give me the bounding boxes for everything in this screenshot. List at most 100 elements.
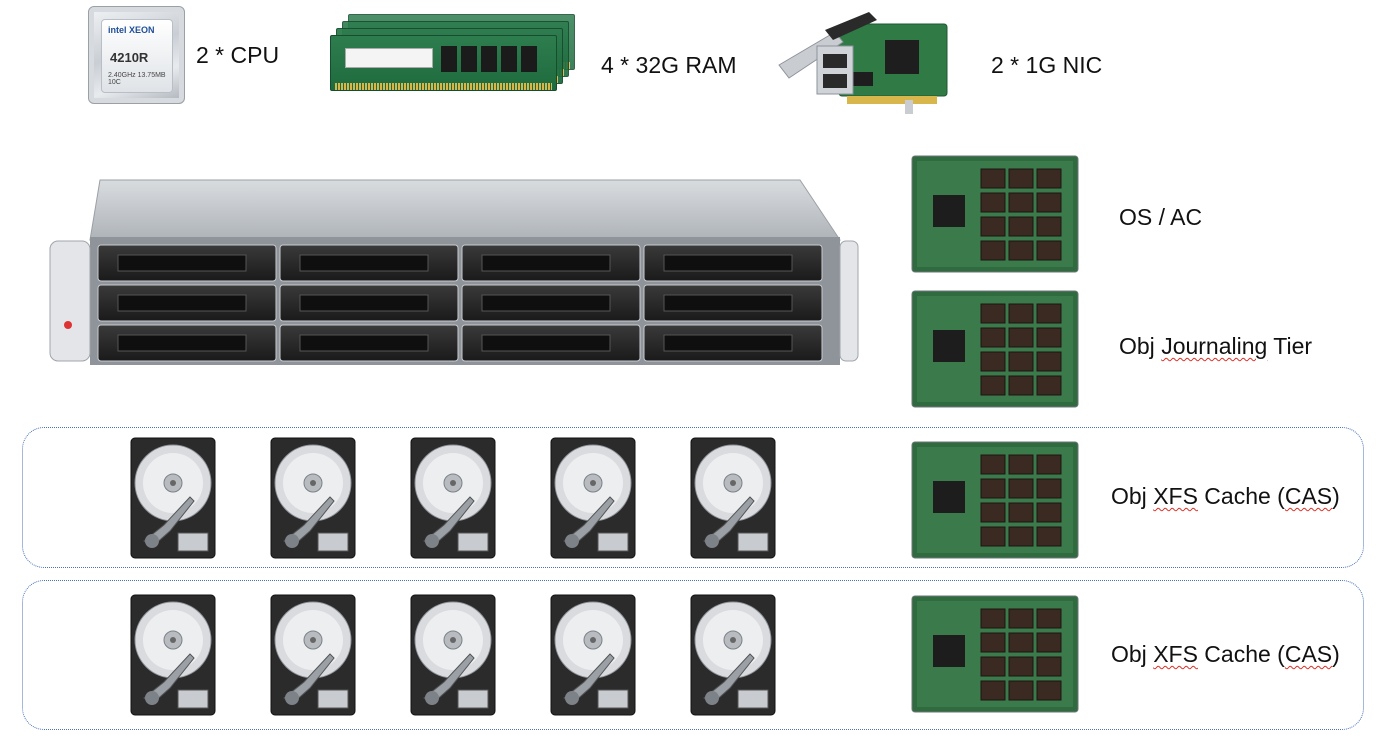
ssd-flash-chip [1036,240,1062,261]
ssd-flash-chip [1008,526,1034,547]
spellcheck-flagged-word: CAS [1284,641,1333,667]
hdd-image [130,594,216,716]
ssd-flash-chip [980,303,1006,324]
label-prefix: Obj [1111,483,1154,509]
ssd-xfs-cache-2-image [911,595,1079,713]
ssd-flash-chip [1036,502,1062,523]
ssd-flash-chip [1036,632,1062,653]
label-suffix: Tier [1267,333,1313,359]
ssd-flash-chip [980,502,1006,523]
ssd-flash-chip [1036,608,1062,629]
drive-bay-vent [663,294,793,312]
ssd-flash-chip [1008,216,1034,237]
ssd-controller-chip [933,195,965,227]
hdd-image [550,594,636,716]
ssd-flash-chip [980,526,1006,547]
spellcheck-flagged-word: XFS [1153,483,1198,509]
drive-bay-vent [481,294,611,312]
ssd-flash-chip [980,454,1006,475]
ssd-flash-chip [1008,351,1034,372]
cpu-label: 2 * CPU [196,42,280,68]
ssd-flash-chip [1008,327,1034,348]
drive-bay-vent [663,334,793,352]
hdd-image [690,594,776,716]
ssd-flash-chip [1036,656,1062,677]
hdd-group-box-1 [22,427,1364,568]
ssd-flash-chip [1008,632,1034,653]
drive-bay-vent [481,254,611,272]
cpu-image: intel XEON 4210R 2.40GHz 13.75MB 10C [88,6,185,104]
ssd-os-ac-label: OS / AC [1119,204,1203,230]
drive-bay-vent [117,294,247,312]
ssd-flash-chip [1008,454,1034,475]
ssd-flash-chip [980,192,1006,213]
xfs-cache-label-2: Obj XFS Cache (CAS) [1111,641,1340,668]
ssd-journaling-label: Obj Journaling Tier [1119,333,1312,360]
ssd-flash-chip [1036,454,1062,475]
drive-bay-vent [663,254,793,272]
ssd-flash-chip [1008,240,1034,261]
hdd-group-box-2 [22,580,1364,730]
spellcheck-flagged-word: Journaling [1161,333,1268,359]
ssd-flash-chip [1008,680,1034,701]
ssd-controller-chip [933,635,965,667]
drive-bay-vent [117,334,247,352]
ssd-flash-chip [980,168,1006,189]
ssd-flash-chip [980,240,1006,261]
label-suffix: ) [1332,483,1340,509]
ssd-flash-chip [1036,192,1062,213]
drive-bay-vent [481,334,611,352]
ssd-flash-chip [1008,168,1034,189]
nic-label: 2 * 1G NIC [991,52,1103,78]
ssd-flash-chip [980,680,1006,701]
cpu-die: intel XEON 4210R 2.40GHz 13.75MB 10C [101,19,173,93]
ssd-flash-chip [980,656,1006,677]
ram-label: 4 * 32G RAM [601,52,737,78]
ssd-flash-chip [1036,478,1062,499]
cpu-specs-text: 2.40GHz 13.75MB 10C [108,72,166,86]
drive-bay-vent [299,254,429,272]
ssd-flash-chip [1036,216,1062,237]
ssd-os-ac-image [911,155,1079,273]
ssd-controller-chip [933,481,965,513]
ssd-xfs-cache-1-image [911,441,1079,559]
ram-image [330,14,575,94]
hdd-image [270,594,356,716]
hdd-image [690,437,776,559]
spellcheck-flagged-word: XFS [1153,641,1198,667]
ssd-flash-chip [980,478,1006,499]
server-chassis-image [49,179,859,365]
nic-image [778,12,948,114]
drive-bay-vent [299,294,429,312]
spellcheck-flagged-word: CAS [1284,483,1333,509]
ssd-flash-chip [1036,680,1062,701]
hdd-image [550,437,636,559]
label-suffix: ) [1332,641,1340,667]
ssd-flash-chip [980,632,1006,653]
ssd-flash-chip [1008,478,1034,499]
ssd-flash-chip [980,327,1006,348]
ssd-flash-chip [1036,327,1062,348]
label-prefix: Obj [1119,333,1162,359]
ssd-controller-chip [933,330,965,362]
label-mid: Cache ( [1197,483,1285,509]
ssd-flash-chip [1008,192,1034,213]
xfs-cache-label-1: Obj XFS Cache (CAS) [1111,483,1340,510]
ssd-flash-chip [980,375,1006,396]
drive-bay-vent [117,254,247,272]
label-mid: Cache ( [1197,641,1285,667]
ssd-flash-chip [980,351,1006,372]
cpu-model-text: 4210R [110,50,149,65]
ssd-flash-chip [980,608,1006,629]
ssd-flash-chip [1008,656,1034,677]
ssd-flash-chip [1036,303,1062,324]
ssd-flash-chip [980,216,1006,237]
ssd-flash-chip [1008,375,1034,396]
cpu-brand-text: intel XEON [108,25,155,35]
ssd-flash-chip [1036,526,1062,547]
drive-bay-vent [299,334,429,352]
ssd-flash-chip [1008,608,1034,629]
hdd-image [130,437,216,559]
ssd-journaling-image [911,290,1079,408]
ssd-flash-chip [1008,303,1034,324]
